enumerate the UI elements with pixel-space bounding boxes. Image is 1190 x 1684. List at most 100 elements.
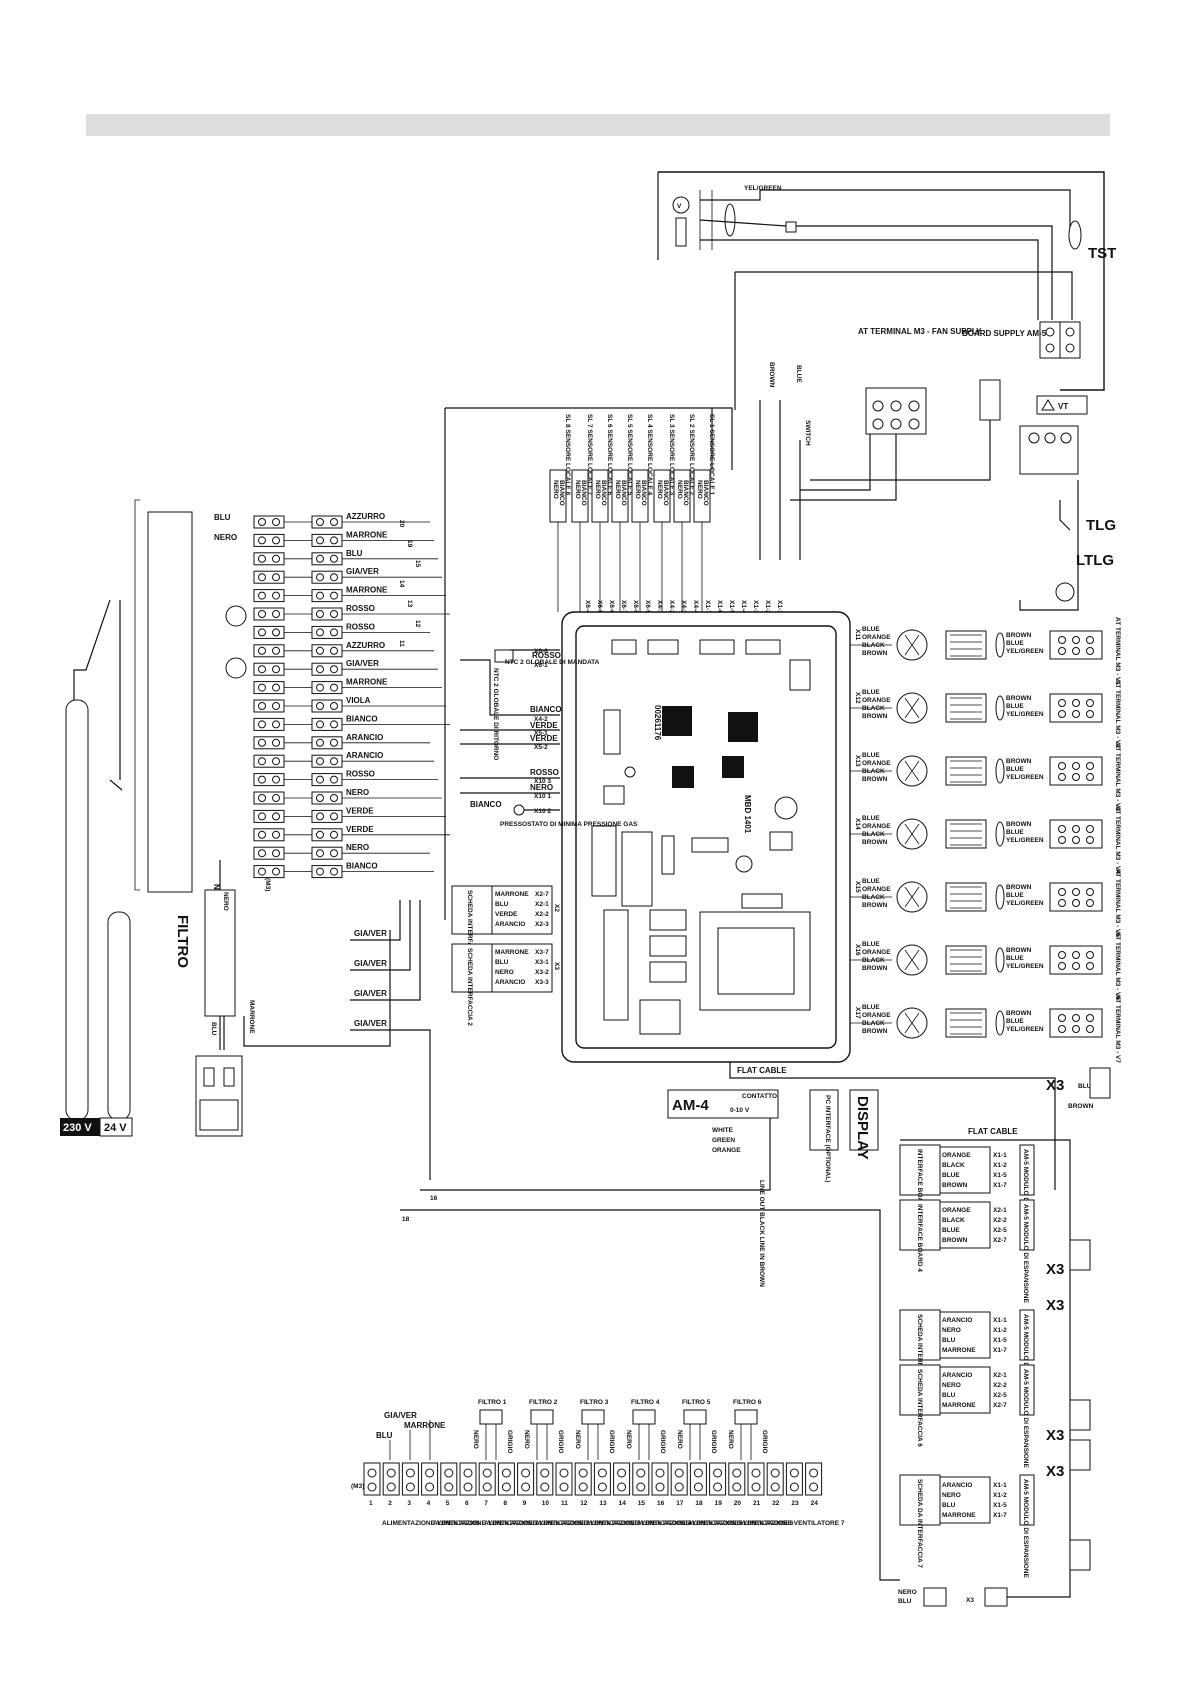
board-connector-label: X4-1	[656, 600, 663, 614]
wire-color-label: VIOLA	[346, 696, 371, 705]
display-label: DISPLAY	[854, 1096, 871, 1160]
filter-wire-label: GRIGIO	[761, 1430, 768, 1453]
fan-wire-left: BLACK	[862, 768, 885, 775]
filter-label: FILTRO	[174, 915, 191, 968]
fan-wire-right: BROWN	[1006, 1010, 1032, 1017]
fan-wire-left: BLUE	[862, 815, 880, 822]
expansion-card	[899, 1309, 941, 1361]
expansion-wire-color: NERO	[942, 1382, 961, 1389]
x3-label-2: X3	[1046, 1261, 1064, 1278]
left-blu-label: BLU	[214, 513, 231, 522]
pc-interface-box	[809, 1089, 839, 1151]
am4-color-orange: ORANGE	[712, 1147, 741, 1154]
sensor-wire-color: BIANCO	[620, 480, 627, 506]
wire-color-label: ROSSO	[346, 604, 375, 613]
expansion-pin-label: X2-7	[993, 1237, 1007, 1244]
expansion-wire-color: ARANCIO	[942, 1372, 972, 1379]
right-blue-label: BLUE	[1078, 1083, 1096, 1090]
fan-wire-left: BLACK	[862, 831, 885, 838]
fan-wire-left: ORANGE	[862, 823, 891, 830]
ventilator-group-label: ALIMENTAZIONE VENTILATORE 1	[433, 1520, 539, 1527]
fan-wire-left: BLUE	[862, 626, 880, 633]
filter-wire-label: GRIGIO	[608, 1430, 615, 1453]
expansion-pin-label: X1-1	[993, 1152, 1007, 1159]
wire-number: 12	[414, 620, 421, 628]
filter-wire-label: NERO	[523, 1430, 530, 1449]
sensor-wire-color: NERO	[696, 480, 703, 499]
bottom-terminal-number: 18	[695, 1500, 703, 1507]
fan-wire-left: BLUE	[862, 752, 880, 759]
gia-ver-label: GIA/VER	[354, 929, 387, 938]
ntc-mandata-label: NTC 2 GLOBALE DI MANDATA	[505, 659, 600, 666]
board-x-connector-label: X6-1	[534, 662, 548, 669]
filter-box	[204, 889, 236, 1017]
bottom-terminal-number: 6	[465, 1500, 469, 1507]
filter-name-label: FILTRO 1	[478, 1399, 507, 1406]
bottom-terminal-number: 19	[715, 1500, 723, 1507]
sensor-label: SL 4 SENSORE LOCALE 4	[646, 414, 653, 496]
heater-icon	[675, 217, 687, 247]
top-power-section: V YEL/GREEN TST VT AT TERMINAL M3 - FAN …	[657, 171, 1116, 611]
board-x-connector-label: X5-2	[534, 744, 548, 751]
expansion-wire-color: BROWN	[942, 1182, 968, 1189]
expansion-card	[899, 1144, 941, 1196]
filter-name-label: FILTRO 6	[733, 1399, 762, 1406]
voltage-230-badge	[60, 1118, 100, 1136]
sensor-wire-color: NERO	[676, 480, 683, 499]
am4-module	[667, 1089, 779, 1119]
expansion-pin-label: X1-1	[993, 1482, 1007, 1489]
filter-section: FILTRO NERO BLU MARRONE	[174, 860, 391, 1137]
fan-at-terminal-label: AT TERMINAL M3 - V6	[1114, 932, 1121, 1000]
filter-connector-icon	[683, 1409, 707, 1425]
bianco-label: BIANCO	[530, 705, 562, 714]
interface-pin-label: X3-2	[535, 969, 549, 976]
fan-wire-right: BLUE	[1006, 703, 1024, 710]
expansion-pin-label: X1-1	[993, 1317, 1007, 1324]
interface-connector-label: X3	[553, 962, 560, 970]
filter-wire-label: GRIGIO	[659, 1430, 666, 1453]
wire-number: 15	[414, 560, 421, 568]
interface-card	[451, 885, 493, 935]
bottom-terminal-number: 1	[369, 1500, 373, 1507]
sensor-wire-color: NERO	[594, 480, 601, 499]
expansion-wire-color: ARANCIO	[942, 1317, 972, 1324]
wire-color-label: VERDE	[346, 825, 374, 834]
expansion-pin-label: X1-2	[993, 1327, 1007, 1334]
bottom-m3-label: (M3)	[351, 1483, 364, 1490]
pump-icon	[225, 605, 247, 627]
bottom-terminal-number: 10	[542, 1500, 550, 1507]
sensor-wire-color: NERO	[656, 480, 663, 499]
fan-wire-right: BROWN	[1006, 821, 1032, 828]
expansion-wire-color: BLACK	[942, 1217, 965, 1224]
board-connector-label: X6-9	[644, 600, 651, 614]
bottom-terminal-number: 21	[753, 1500, 761, 1507]
x3-label-1: X3	[1046, 1077, 1064, 1094]
board-connector-label: X1-1	[776, 600, 783, 614]
wire-color-label: MARRONE	[346, 530, 388, 539]
expansion-pin-label: X2-5	[993, 1227, 1007, 1234]
expansion-card-label: SCHEDA INTERFACCIA 5	[916, 1314, 923, 1392]
filter-wire-nero: NERO	[222, 892, 229, 911]
filter-wire-label: GRIGIO	[557, 1430, 564, 1453]
fan-wire-left: BROWN	[862, 839, 888, 846]
interface-pin-label: X2-7	[535, 891, 549, 898]
board-connector-label: X4-4	[692, 600, 699, 614]
expansion-wire-color: ARANCIO	[942, 1482, 972, 1489]
yelgreen-label: YEL/GREEN	[744, 185, 782, 192]
am4-output: 0-10 V	[730, 1107, 750, 1114]
filter-wire-label: NERO	[472, 1430, 479, 1449]
x3-connector-icon	[1089, 1067, 1111, 1099]
bottom-nero-label: NERO	[898, 1589, 917, 1596]
fan-at-terminal-label: AT TERMINAL M3 - V1	[1114, 617, 1121, 685]
vt-motor-symbol	[672, 196, 690, 214]
expansion-pin-label: X1-7	[993, 1182, 1007, 1189]
expansion-card-label: SCHEDA DA INTERFACCIA 7	[916, 1479, 923, 1568]
fan-wire-right: YEL/GREEN	[1006, 648, 1044, 655]
bottom-terminal-number: 5	[446, 1500, 450, 1507]
fan-wire-left: BROWN	[862, 902, 888, 909]
wire-color-label: BIANCO	[346, 862, 378, 871]
filter-wire-label: NERO	[676, 1430, 683, 1449]
wire-color-label: VERDE	[346, 806, 374, 815]
